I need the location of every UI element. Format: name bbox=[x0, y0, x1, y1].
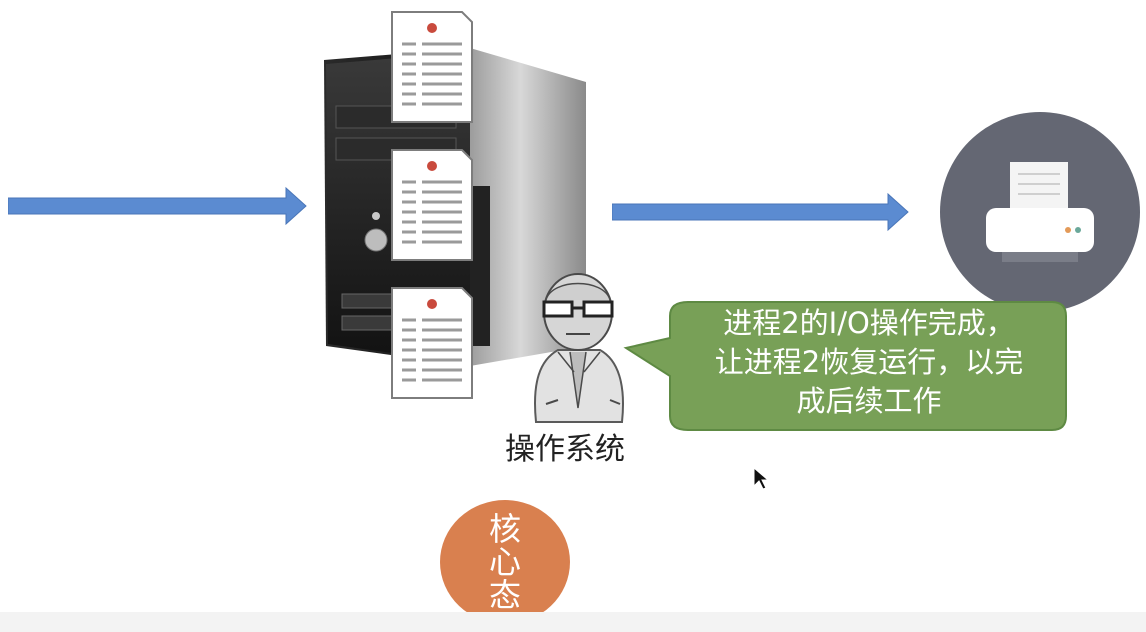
bubble-line-2: 让进程2恢复运行，以完 bbox=[714, 345, 1024, 379]
kernel-state-badge: 核 心 态 bbox=[440, 500, 570, 624]
footer-strip bbox=[0, 612, 1146, 632]
printer-icon bbox=[986, 162, 1094, 262]
document-icon bbox=[391, 287, 473, 399]
document-icon bbox=[391, 149, 473, 261]
kernel-char-1: 核 bbox=[488, 509, 521, 548]
bubble-line-3: 成后续工作 bbox=[796, 384, 942, 418]
incoming-arrow bbox=[8, 186, 307, 226]
bubble-line-1: 进程2的I/O操作完成， bbox=[723, 306, 1015, 340]
speech-bubble bbox=[623, 301, 1067, 431]
document-icon bbox=[391, 11, 473, 123]
kernel-char-2: 心 bbox=[488, 542, 521, 581]
mouse-cursor-icon bbox=[753, 466, 770, 490]
kernel-char-3: 态 bbox=[488, 575, 521, 614]
os-label: 操作系统 bbox=[505, 432, 625, 467]
os-person-sketch-icon bbox=[534, 273, 624, 423]
document-stack bbox=[391, 11, 473, 399]
outgoing-arrow bbox=[612, 192, 909, 232]
speech-bubble-text: 进程2的I/O操作完成， 让进程2恢复运行，以完 成后续工作 bbox=[676, 304, 1062, 421]
